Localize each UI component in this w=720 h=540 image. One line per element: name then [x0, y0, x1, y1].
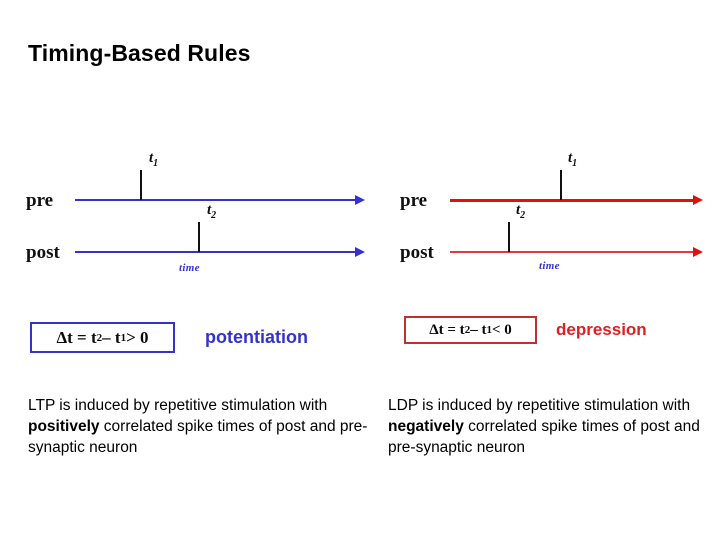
post-axis-line — [450, 251, 696, 253]
formula-sub-2: 2 — [464, 324, 471, 336]
ltp-caption-part2: correlated spike times of post and pre-s… — [28, 418, 368, 456]
page-title: Timing-Based Rules — [28, 40, 251, 66]
pre-axis-line — [75, 199, 358, 201]
time-axis-caption: time — [539, 260, 560, 272]
potentiation-diagram: pre post t1 t2 time — [22, 140, 365, 290]
ldp-caption: LDP is induced by repetitive stimulation… — [388, 395, 703, 458]
formula-suffix: > 0 — [126, 327, 149, 347]
pre-spike-label-t1: t1 — [568, 150, 577, 169]
t1-subscript: 1 — [153, 158, 159, 169]
post-axis-label: post — [400, 242, 434, 263]
formula-prefix: Δt = t — [56, 327, 97, 347]
formula-suffix: < 0 — [491, 321, 512, 338]
ltp-caption: LTP is induced by repetitive stimulation… — [28, 395, 373, 458]
time-axis-caption: time — [179, 262, 200, 274]
ldp-caption-part1: LDP is induced by repetitive stimulation… — [388, 397, 691, 414]
ltp-caption-emphasis: positively — [28, 418, 100, 435]
pre-spike-tick-t1 — [140, 170, 142, 200]
t1-subscript: 1 — [572, 158, 578, 169]
pre-axis-label: pre — [400, 190, 428, 211]
t2-subscript: 2 — [211, 210, 217, 221]
post-spike-label-t2: t2 — [516, 202, 525, 221]
outcome-depression-label: depression — [556, 320, 647, 339]
formula-sub-1: 1 — [120, 331, 127, 344]
ldp-caption-emphasis: negatively — [388, 418, 464, 435]
pre-spike-tick-t1 — [560, 170, 562, 200]
ldp-caption-part2: correlated spike times of post and pre-s… — [388, 418, 700, 456]
t1-symbol: t — [568, 150, 573, 166]
t2-symbol: t — [207, 202, 212, 218]
outcome-potentiation-label: potentiation — [205, 327, 308, 347]
t2-symbol: t — [516, 202, 521, 218]
post-axis-arrow-icon — [355, 247, 365, 257]
pre-axis-arrow-icon — [693, 195, 703, 205]
t1-symbol: t — [149, 150, 154, 166]
ltp-caption-part1: LTP is induced by repetitive stimulation… — [28, 397, 328, 414]
pre-axis-line — [450, 198, 696, 202]
formula-sub-1: 1 — [486, 324, 492, 336]
post-spike-tick-t2 — [198, 222, 200, 252]
depression-diagram: pre post t1 t2 time — [392, 140, 703, 290]
post-axis-label: post — [26, 242, 60, 263]
pre-axis-label: pre — [26, 190, 54, 211]
post-spike-tick-t2 — [508, 222, 510, 252]
pre-spike-label-t1: t1 — [149, 150, 158, 169]
post-spike-label-t2: t2 — [207, 202, 216, 221]
formula-sub-2: 2 — [96, 331, 103, 344]
pre-axis-arrow-icon — [355, 195, 365, 205]
post-axis-arrow-icon — [693, 247, 703, 257]
formula-mid: – t — [470, 321, 487, 338]
formula-mid: – t — [102, 327, 121, 347]
post-axis-line — [75, 251, 358, 253]
t2-subscript: 2 — [520, 210, 526, 221]
formula-prefix: Δt = t — [429, 321, 465, 338]
